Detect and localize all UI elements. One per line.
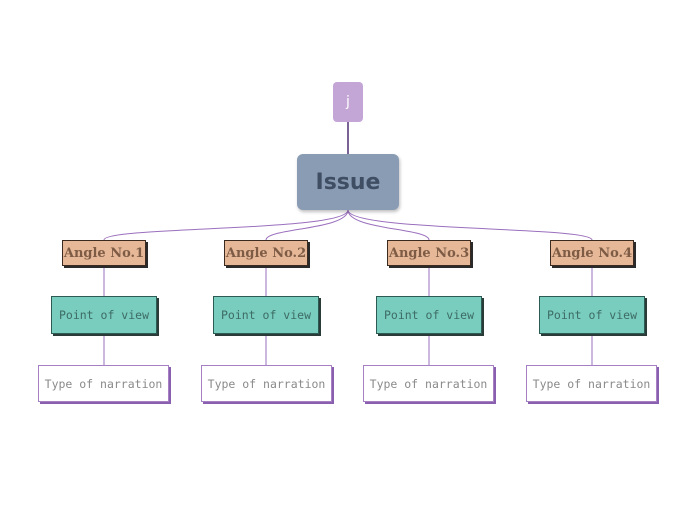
point-of-view-label: Point of view bbox=[546, 308, 637, 322]
issue-node-label: Issue bbox=[315, 169, 381, 195]
point-of-view-label: Point of view bbox=[58, 308, 149, 322]
narration-node-1[interactable]: Type of narration bbox=[38, 365, 169, 402]
connector-issue-angle-3 bbox=[347, 209, 430, 241]
point-of-view-node-2[interactable]: Point of view bbox=[213, 296, 319, 334]
narration-node-2[interactable]: Type of narration bbox=[201, 365, 332, 402]
point-of-view-node-1[interactable]: Point of view bbox=[51, 296, 157, 334]
issue-node[interactable]: Issue bbox=[297, 154, 399, 210]
angle-node-3[interactable]: Angle No.3 bbox=[387, 240, 471, 266]
angle-node-label: Angle No.4 bbox=[551, 245, 633, 261]
angle-node-1[interactable]: Angle No.1 bbox=[62, 240, 146, 266]
narration-label: Type of narration bbox=[369, 376, 488, 391]
root-node-label: j bbox=[346, 94, 350, 110]
angle-node-2[interactable]: Angle No.2 bbox=[224, 240, 308, 266]
point-of-view-node-4[interactable]: Point of view bbox=[539, 296, 645, 334]
narration-label: Type of narration bbox=[532, 376, 651, 391]
point-of-view-label: Point of view bbox=[220, 308, 311, 322]
narration-label: Type of narration bbox=[207, 376, 326, 391]
connector-issue-angle-2 bbox=[265, 209, 349, 241]
narration-node-3[interactable]: Type of narration bbox=[363, 365, 494, 402]
point-of-view-label: Point of view bbox=[383, 308, 474, 322]
angle-node-label: Angle No.2 bbox=[225, 245, 307, 261]
narration-label: Type of narration bbox=[44, 376, 163, 391]
angle-node-label: Angle No.1 bbox=[63, 245, 145, 261]
angle-node-label: Angle No.3 bbox=[388, 245, 470, 261]
connector-issue-angle-1 bbox=[103, 209, 349, 241]
connector-issue-angle-4 bbox=[347, 209, 593, 241]
point-of-view-node-3[interactable]: Point of view bbox=[376, 296, 482, 334]
root-node[interactable]: j bbox=[333, 82, 363, 122]
angle-node-4[interactable]: Angle No.4 bbox=[550, 240, 634, 266]
narration-node-4[interactable]: Type of narration bbox=[526, 365, 657, 402]
